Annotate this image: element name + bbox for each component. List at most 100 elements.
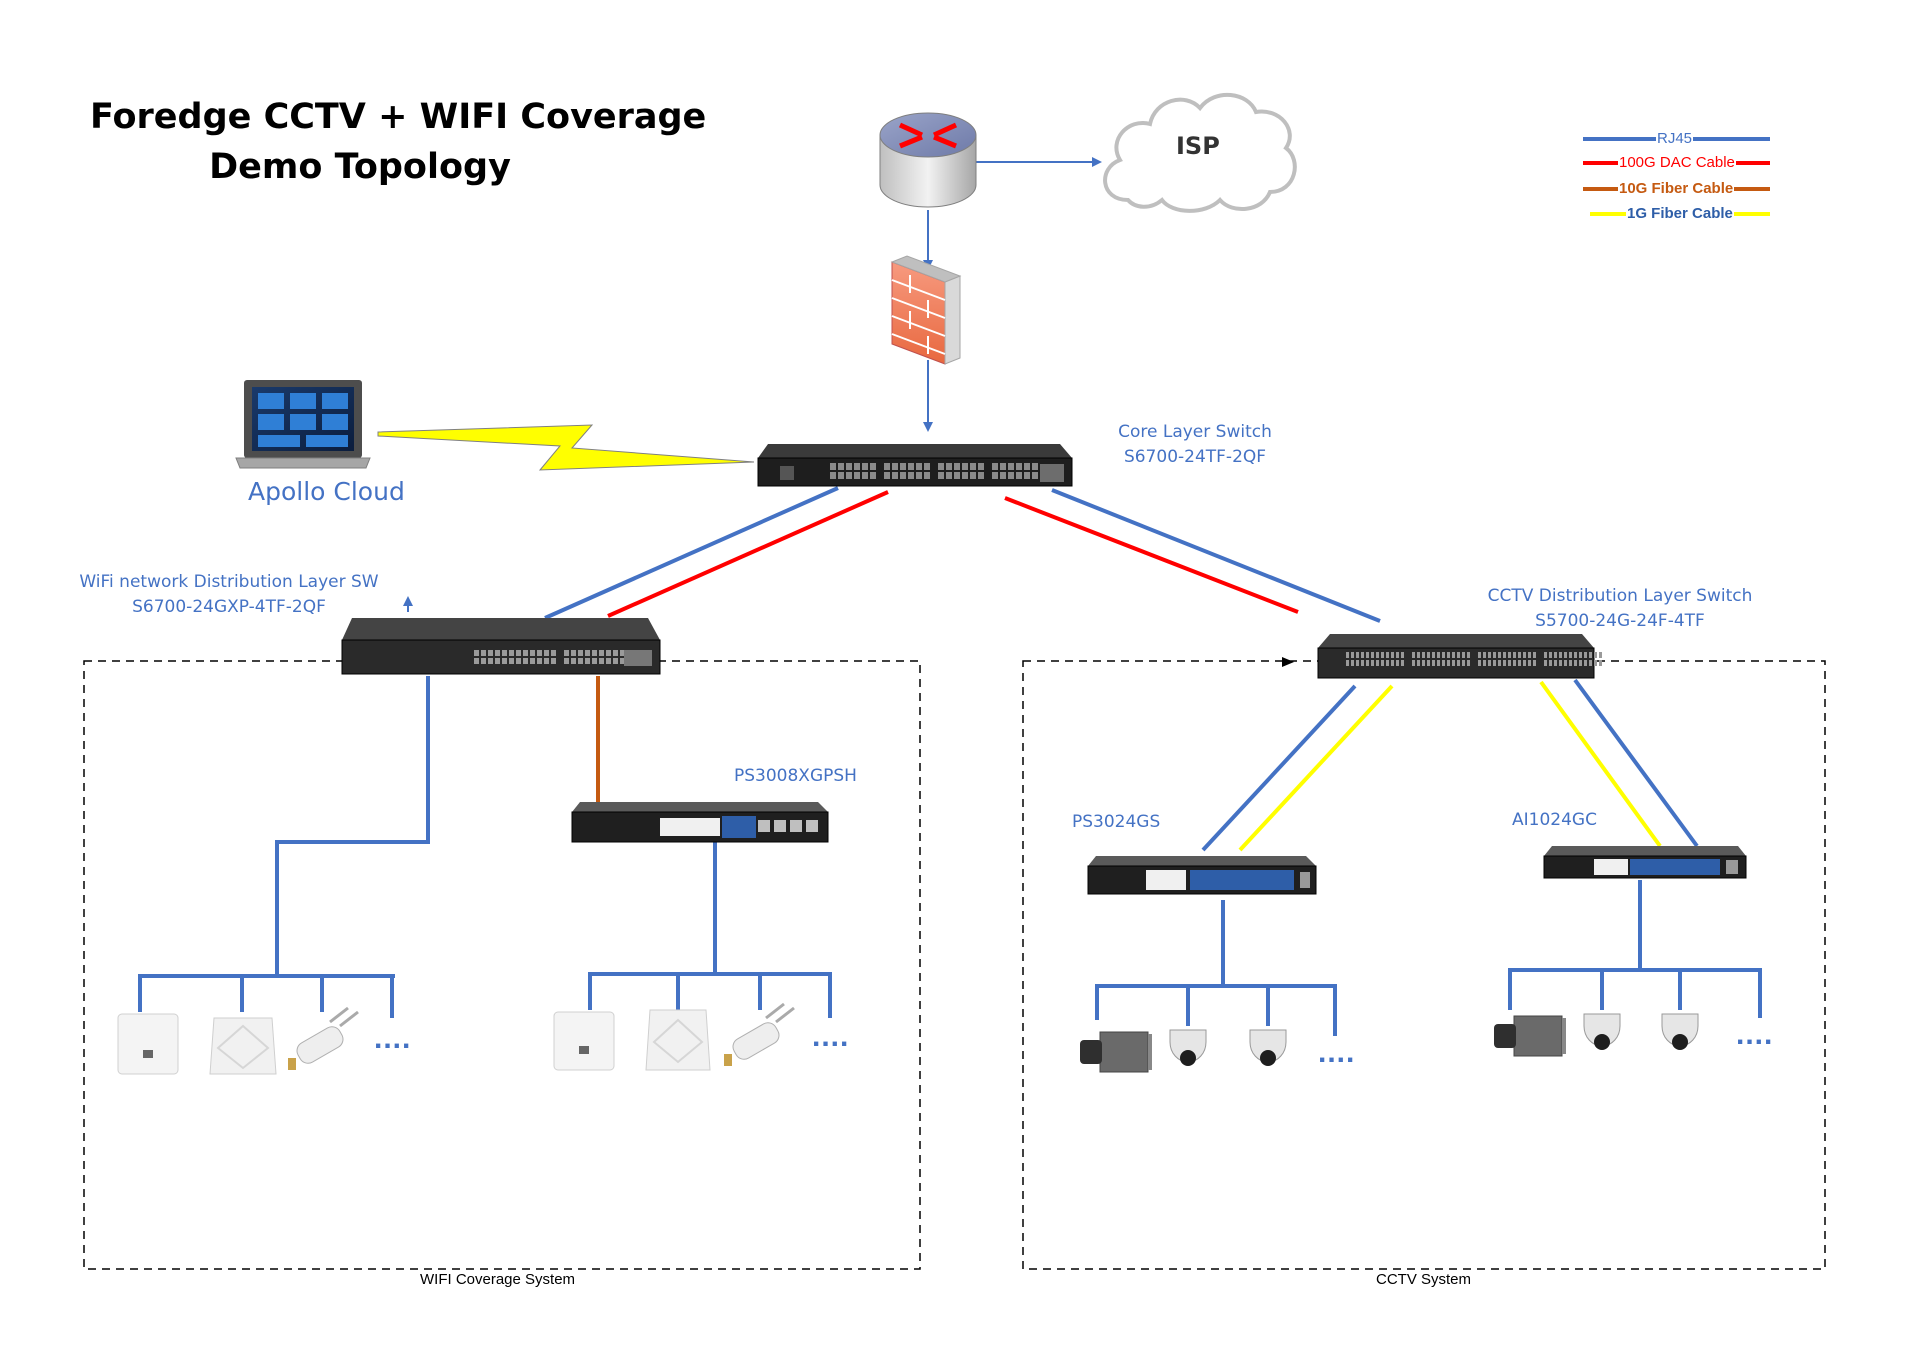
- switch-port: [516, 658, 521, 664]
- ps3008-label: PS3008XGPSH: [734, 766, 857, 786]
- switch-port: [854, 463, 860, 470]
- switch-port: [592, 658, 597, 664]
- switch-port: [1447, 652, 1450, 658]
- access-point-icon: [209, 1017, 277, 1075]
- switch-port: [544, 650, 549, 656]
- switch-port: [495, 650, 500, 656]
- switch-port: [1016, 472, 1022, 479]
- switch-port: [970, 472, 976, 479]
- switch-port: [1554, 652, 1557, 658]
- switch-port: [908, 463, 914, 470]
- switch-port: [1024, 463, 1030, 470]
- switch-port: [1391, 652, 1394, 658]
- switch-port: [1442, 660, 1445, 666]
- switch-port: [1564, 652, 1567, 658]
- switch-port: [1513, 652, 1516, 658]
- core-switch-label: Core Layer Switch: [1118, 422, 1272, 442]
- switch-port: [599, 658, 604, 664]
- switch-port: [1396, 652, 1399, 658]
- switch-port: [523, 650, 528, 656]
- switch-port: [495, 658, 500, 664]
- cctv-system-label: CCTV System: [1376, 1271, 1472, 1288]
- isp-label: ISP: [1176, 132, 1220, 160]
- switch-port: [1544, 652, 1547, 658]
- switch-port: [892, 472, 898, 479]
- wifi-system-box: [83, 660, 921, 1270]
- switch-port: [1483, 660, 1486, 666]
- switch-port: [1427, 660, 1430, 666]
- more-cameras-right: ....: [1736, 1018, 1774, 1051]
- core-cctv-dac: [1004, 496, 1299, 614]
- switch-port: [1589, 652, 1592, 658]
- switch-port: [954, 463, 960, 470]
- switch-port: [1032, 472, 1038, 479]
- switch-port: [1594, 660, 1597, 666]
- switch-port: [900, 463, 906, 470]
- wifi-dist-label: WiFi network Distribution Layer SW: [79, 572, 379, 592]
- switch-port: [544, 658, 549, 664]
- switch-port: [1356, 660, 1359, 666]
- cctv-ps3024-1g: [1238, 684, 1394, 852]
- switch-port: [474, 650, 479, 656]
- switch-port: [551, 658, 556, 664]
- switch-port: [1554, 660, 1557, 666]
- switch-port: [992, 472, 998, 479]
- switch-port: [1442, 652, 1445, 658]
- port-arrow: [1282, 657, 1294, 667]
- switch-port: [1513, 660, 1516, 666]
- switch-port: [1361, 660, 1364, 666]
- switch-port: [1371, 660, 1374, 666]
- switch-port: [1462, 660, 1465, 666]
- switch-port: [1366, 652, 1369, 658]
- switch-port: [838, 463, 844, 470]
- switch-port: [1467, 660, 1470, 666]
- switch-port: [481, 658, 486, 664]
- switch-port: [862, 463, 868, 470]
- legend-label-rj45: RJ45: [1656, 130, 1694, 148]
- core-switch-model: S6700-24TF-2QF: [1123, 447, 1267, 467]
- switch-port: [946, 463, 952, 470]
- cctv-dist-label: CCTV Distribution Layer Switch: [1487, 586, 1753, 606]
- legend-label-1g: 1G Fiber Cable: [1626, 205, 1734, 223]
- switch-port: [1386, 660, 1389, 666]
- switch-port: [1437, 660, 1440, 666]
- switch-port: [954, 472, 960, 479]
- cctv-ai1024-1g: [1539, 680, 1662, 848]
- switch-port: [474, 658, 479, 664]
- switch-port: [488, 658, 493, 664]
- switch-port: [1523, 660, 1526, 666]
- switch-port: [1579, 652, 1582, 658]
- more-cameras-left: ....: [1318, 1036, 1356, 1069]
- switch-port: [1584, 660, 1587, 666]
- switch-port: [1518, 660, 1521, 666]
- switch-port: [1401, 660, 1404, 666]
- switch-port: [1584, 652, 1587, 658]
- switch-port: [1544, 660, 1547, 666]
- core-cctv-rj45: [1051, 488, 1381, 623]
- access-point-icon: [117, 1013, 179, 1075]
- switch-port: [1498, 660, 1501, 666]
- switch-port: [620, 650, 625, 656]
- switch-port: [1549, 660, 1552, 666]
- switch-port: [1508, 660, 1511, 666]
- switch-port: [1488, 660, 1491, 666]
- access-point-icon: [553, 1011, 615, 1071]
- switch-port: [1457, 660, 1460, 666]
- switch-port: [1422, 660, 1425, 666]
- ps3008-switch-icon: [571, 802, 829, 843]
- switch-port: [1000, 472, 1006, 479]
- switch-port: [488, 650, 493, 656]
- switch-port: [870, 472, 876, 479]
- dome-camera-icon: [1661, 1013, 1699, 1050]
- outdoor-ap-icon: [724, 1002, 795, 1066]
- switch-port: [1574, 652, 1577, 658]
- switch-port: [502, 658, 507, 664]
- switch-port: [1366, 660, 1369, 666]
- diagram-title-line1: Foredge CCTV + WIFI Coverage: [90, 97, 707, 137]
- legend-label-10g: 10G Fiber Cable: [1618, 180, 1735, 198]
- switch-port: [1569, 660, 1572, 666]
- switch-port: [516, 650, 521, 656]
- switch-port: [606, 658, 611, 664]
- switch-port: [1478, 652, 1481, 658]
